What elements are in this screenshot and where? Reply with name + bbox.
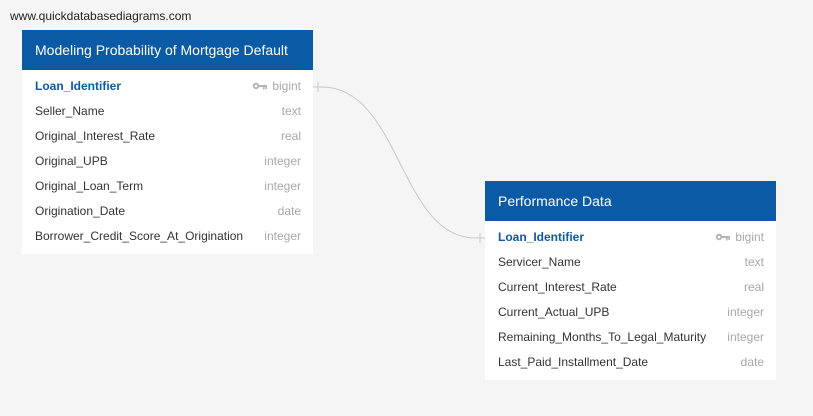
column-type: integer <box>264 229 301 243</box>
table-performance-data[interactable]: Performance Data Loan_Identifier bigint … <box>485 181 776 380</box>
table-title[interactable]: Modeling Probability of Mortgage Default <box>22 30 313 70</box>
column-type-label: bigint <box>735 230 764 244</box>
column-type: date <box>277 204 301 218</box>
key-icon <box>716 233 731 241</box>
table-row[interactable]: Loan_Identifier bigint <box>22 74 313 99</box>
table-row[interactable]: Original_Loan_Term integer <box>22 174 313 199</box>
column-name: Loan_Identifier <box>498 230 585 244</box>
table-row[interactable]: Borrower_Credit_Score_At_Origination int… <box>22 224 313 249</box>
table-row[interactable]: Remaining_Months_To_Legal_Maturity integ… <box>485 325 776 350</box>
column-type: text <box>744 255 764 269</box>
column-name: Loan_Identifier <box>35 79 122 93</box>
column-type: text <box>281 104 301 118</box>
column-name: Last_Paid_Installment_Date <box>498 355 649 369</box>
table-mortgage-default[interactable]: Modeling Probability of Mortgage Default… <box>22 30 313 254</box>
table-row[interactable]: Servicer_Name text <box>485 250 776 275</box>
column-name: Remaining_Months_To_Legal_Maturity <box>498 330 707 344</box>
column-type: integer <box>264 179 301 193</box>
key-icon <box>253 82 268 90</box>
column-type: date <box>740 355 764 369</box>
relationship-line <box>313 86 485 239</box>
table-row[interactable]: Original_Interest_Rate real <box>22 124 313 149</box>
column-name: Original_Interest_Rate <box>35 129 156 143</box>
watermark-text: www.quickdatabasediagrams.com <box>10 9 192 23</box>
column-type: real <box>280 129 301 143</box>
column-name: Origination_Date <box>35 204 126 218</box>
table-row[interactable]: Last_Paid_Installment_Date date <box>485 350 776 375</box>
table-row[interactable]: Origination_Date date <box>22 199 313 224</box>
column-name: Borrower_Credit_Score_At_Origination <box>35 229 244 243</box>
table-row[interactable]: Original_UPB integer <box>22 149 313 174</box>
column-type: bigint <box>715 225 764 250</box>
table-row[interactable]: Loan_Identifier bigint <box>485 225 776 250</box>
table-title[interactable]: Performance Data <box>485 181 776 221</box>
column-name: Current_Interest_Rate <box>498 280 617 294</box>
table-row[interactable]: Current_Interest_Rate real <box>485 275 776 300</box>
column-type: integer <box>727 305 764 319</box>
column-name: Servicer_Name <box>498 255 581 269</box>
column-name: Original_UPB <box>35 154 108 168</box>
column-type: real <box>743 280 764 294</box>
column-type: integer <box>264 154 301 168</box>
column-name: Seller_Name <box>35 104 105 118</box>
column-type: bigint <box>252 74 301 99</box>
table-row[interactable]: Current_Actual_UPB integer <box>485 300 776 325</box>
column-type-label: bigint <box>272 79 301 93</box>
column-name: Original_Loan_Term <box>35 179 144 193</box>
table-row[interactable]: Seller_Name text <box>22 99 313 124</box>
column-type: integer <box>727 330 764 344</box>
column-name: Current_Actual_UPB <box>498 305 610 319</box>
